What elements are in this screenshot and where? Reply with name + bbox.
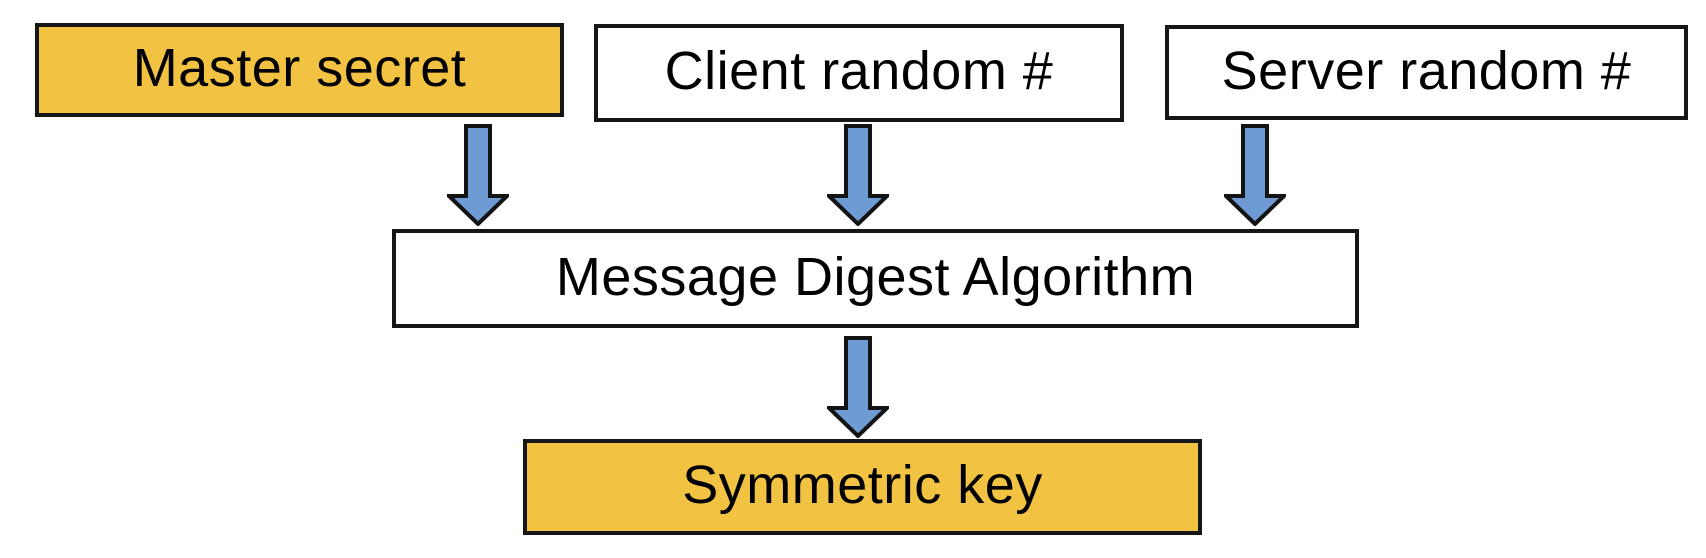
down-arrow-shape	[447, 124, 509, 226]
arrow-digest-to-symmetric-key	[827, 336, 889, 438]
node-master-secret-label: Master secret	[132, 38, 467, 98]
node-client-random: Client random #	[594, 24, 1124, 122]
node-symmetric-key: Symmetric key	[523, 439, 1202, 535]
arrow-server-to-digest	[1224, 124, 1286, 226]
down-arrow-shape	[827, 336, 889, 438]
node-message-digest-algorithm: Message Digest Algorithm	[392, 229, 1359, 328]
node-server-random-label: Server random #	[1221, 40, 1632, 101]
node-message-digest-algorithm-label: Message Digest Algorithm	[555, 246, 1196, 307]
arrow-master-to-digest	[447, 124, 509, 226]
node-master-secret: Master secret	[35, 23, 564, 117]
node-client-random-label: Client random #	[664, 41, 1054, 101]
down-arrow-shape	[827, 124, 889, 226]
node-symmetric-key-label: Symmetric key	[682, 455, 1043, 515]
down-arrow-shape	[1224, 124, 1286, 226]
node-server-random: Server random #	[1165, 25, 1688, 120]
arrow-client-to-digest	[827, 124, 889, 226]
